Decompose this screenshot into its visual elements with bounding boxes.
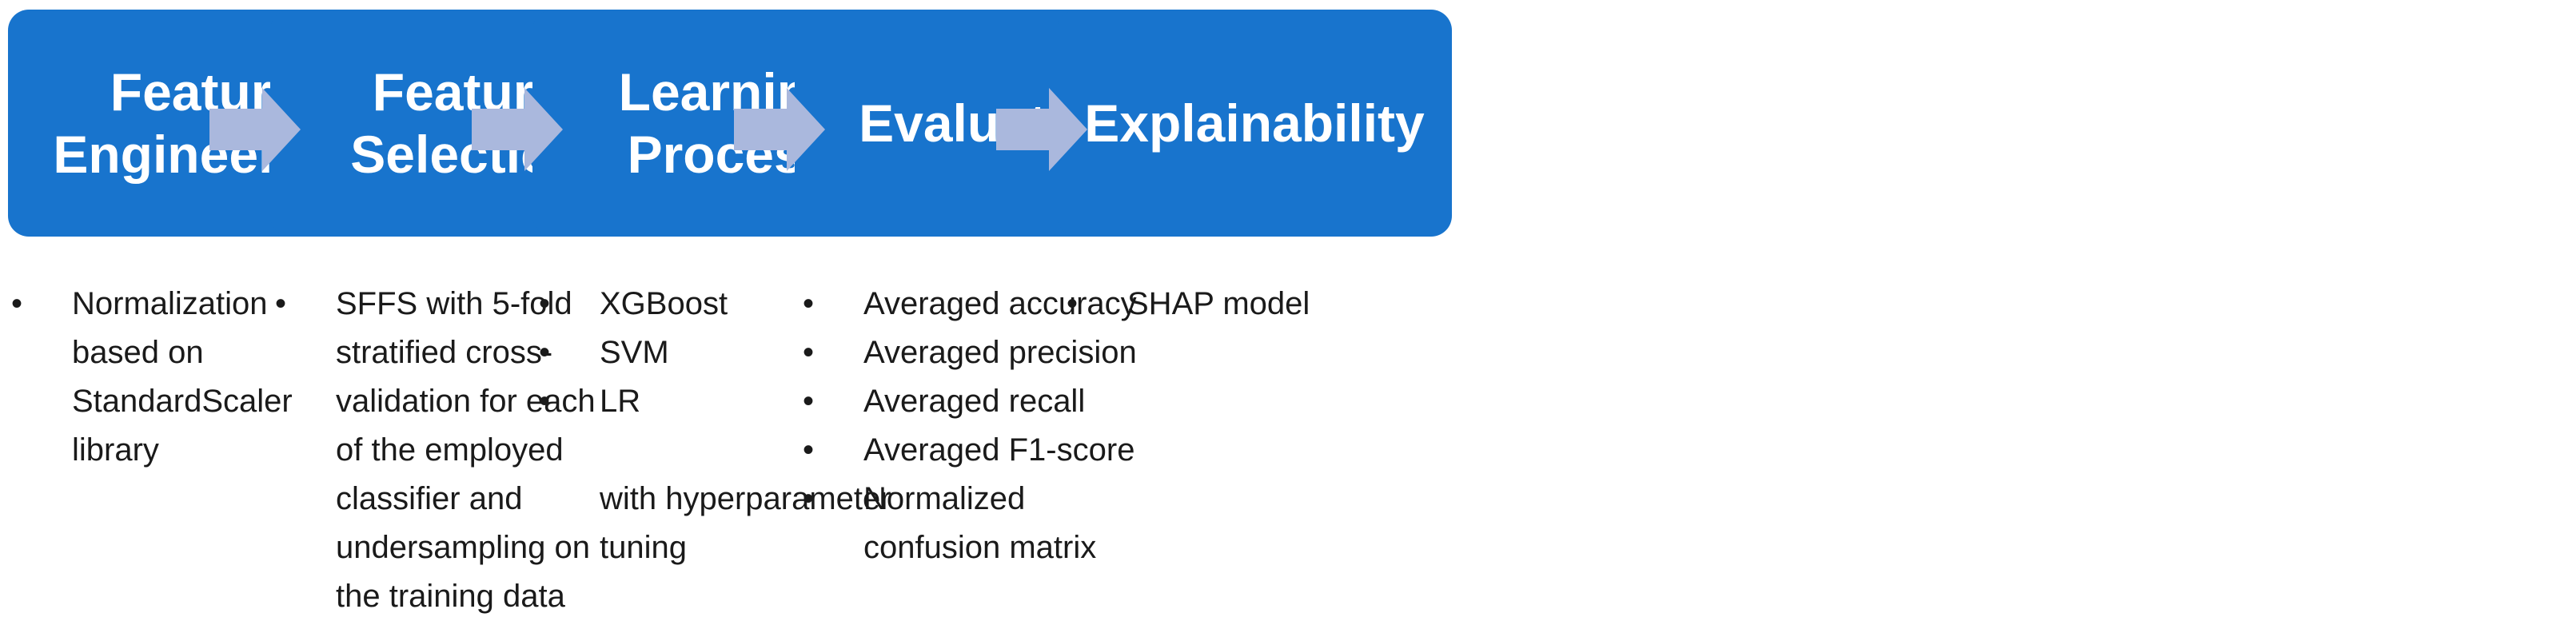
bullet-dot: • bbox=[1067, 286, 1079, 321]
list-item: • Averaged recall bbox=[792, 377, 1137, 426]
list-item: • XGBoost bbox=[528, 280, 728, 328]
list-item: •Normalization based on StandardScaler l… bbox=[0, 280, 293, 475]
list-item-text: XGBoost bbox=[600, 286, 728, 321]
list-item-text: LR bbox=[600, 384, 641, 419]
list-item-text: Averaged recall bbox=[863, 384, 1086, 419]
evaluation-list: •Averaged accuracy •Averaged precision •… bbox=[792, 280, 1137, 572]
list-item: • LR bbox=[528, 377, 728, 426]
list-item: • Averaged precision bbox=[792, 328, 1137, 377]
list-item: • Normalized confusion matrix bbox=[792, 475, 1137, 572]
feature-engineering-list: •Normalization based on StandardScaler l… bbox=[0, 280, 293, 475]
list-item: • SHAP model bbox=[1055, 280, 1310, 328]
bullet-dot: • bbox=[803, 432, 815, 468]
bullet-dot: • bbox=[803, 335, 815, 370]
bullet-dot: • bbox=[803, 286, 815, 321]
right-arrow-icon bbox=[996, 88, 1087, 171]
list-item: •SFFS with 5-fold stratified cross- vali… bbox=[264, 280, 596, 621]
list-item: • SVM bbox=[528, 328, 728, 377]
list-item-text: Averaged accuracy bbox=[863, 286, 1137, 321]
list-item-text: SHAP model bbox=[1127, 286, 1310, 321]
bullet-dot: • bbox=[803, 481, 815, 516]
stage-box-explainability: Explainability bbox=[1057, 10, 1452, 237]
right-arrow-icon bbox=[472, 88, 563, 171]
learning-process-note: with hyperparameter tuning bbox=[600, 481, 891, 565]
list-item: •Averaged accuracy bbox=[792, 280, 1137, 328]
explainability-list: • SHAP model bbox=[1055, 280, 1310, 328]
feature-selection-list: •SFFS with 5-fold stratified cross- vali… bbox=[264, 280, 596, 621]
list-item-text: SFFS with 5-fold stratified cross- valid… bbox=[336, 286, 596, 614]
bullet-dot: • bbox=[275, 286, 287, 321]
bullet-dot: • bbox=[539, 286, 551, 321]
bullet-dot: • bbox=[803, 384, 815, 419]
right-arrow-icon bbox=[734, 88, 825, 171]
bullet-dot: • bbox=[539, 335, 551, 370]
stage-title: Explainability bbox=[1084, 94, 1425, 153]
list-item-text: SVM bbox=[600, 335, 669, 370]
list-item: • Averaged F1-score bbox=[792, 426, 1137, 475]
list-item-text: Averaged precision bbox=[863, 335, 1137, 370]
learning-process-list: • XGBoost • SVM • LR bbox=[528, 280, 728, 426]
list-item-text: Averaged F1-score bbox=[863, 432, 1135, 468]
bullet-dot: • bbox=[11, 286, 23, 321]
list-item-text: Normalized confusion matrix bbox=[863, 481, 1097, 565]
bullet-dot: • bbox=[539, 384, 551, 419]
right-arrow-icon bbox=[209, 88, 301, 171]
list-item-text: Normalization based on StandardScaler li… bbox=[72, 286, 293, 468]
